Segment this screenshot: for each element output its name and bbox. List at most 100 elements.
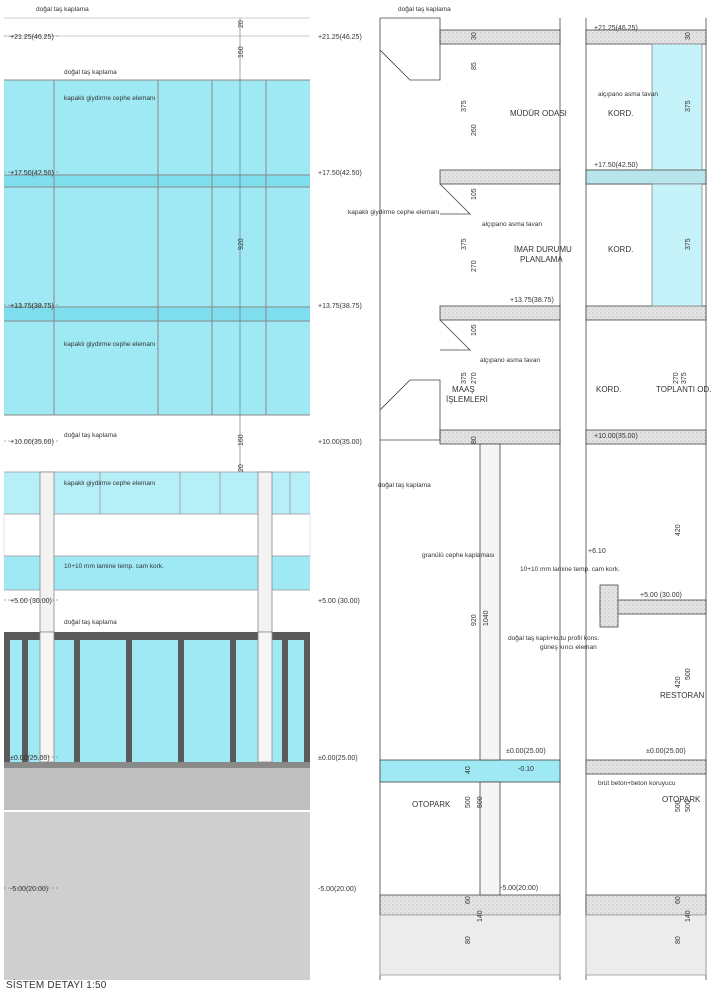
dimension: 375 <box>461 238 468 250</box>
level-label: +10.00(35.00) <box>10 439 54 446</box>
note: kapaklı giydirme cephe elemanı <box>64 341 156 348</box>
basement-fill <box>4 812 310 980</box>
level-label: +17.50(42.50) <box>318 170 362 177</box>
level-label: ±0.00(25.00) <box>506 748 546 755</box>
note: 10+10 mm lamine temp. cam kork. <box>64 563 164 570</box>
dimension: 500 <box>465 796 472 808</box>
dimension: 40 <box>465 766 472 774</box>
note: kapaklı giydirme cephe elemanı <box>64 95 156 102</box>
room-label: KORD. <box>596 385 621 394</box>
dimension: 20 <box>238 20 245 28</box>
dimension: 1040 <box>483 610 490 626</box>
elevation-level-labels-left: +21.25(46.25) +17.50(42.50) +13.75(38.75… <box>10 34 54 893</box>
level-label: +13.75(38.75) <box>318 303 362 310</box>
dimension: 420 <box>675 524 682 536</box>
dimension: 30 <box>471 32 478 40</box>
level-label: +21.25(46.25) <box>10 34 54 41</box>
note: doğal taş kaplama <box>64 619 117 626</box>
level-label: +21.25(46.25) <box>318 34 362 41</box>
room-label: İMAR DURUMU <box>514 245 572 254</box>
dimension: 140 <box>685 910 692 922</box>
level-label: -0.10 <box>518 766 534 773</box>
level-label: -5.00(20.00) <box>500 885 538 892</box>
dimension: 270 <box>471 372 478 384</box>
drawing-title: SİSTEM DETAYI 1:50 <box>6 980 107 991</box>
dimension: 375 <box>681 372 688 384</box>
section-room-labels: MÜDÜR ODASI İMAR DURUMU PLANLAMA MAAŞ İŞ… <box>412 109 711 809</box>
dimension: 375 <box>685 100 692 112</box>
level-label: +13.75(38.75) <box>10 303 54 310</box>
dimension: 500 <box>675 800 682 812</box>
ground-slab <box>4 762 310 810</box>
dimension: 260 <box>471 124 478 136</box>
note: 10+10 mm lamine temp. cam kork. <box>520 566 620 573</box>
dimension: 375 <box>685 238 692 250</box>
room-label: TOPLANTI OD. <box>656 385 711 394</box>
note: kapaklı giydirme cephe elemanı <box>348 209 440 216</box>
note: doğal taş kaplama <box>398 6 451 13</box>
level-label: -5.00(20.00) <box>10 886 48 893</box>
note: doğal taş kaplama <box>64 432 117 439</box>
level-label: +6.10 <box>588 548 606 555</box>
note: doğal taş kaplama <box>378 482 431 489</box>
note: alçıpano asma tavan <box>482 221 542 228</box>
level-label: ±0.00(25.00) <box>318 755 358 762</box>
note: doğal taş kaplı+kutu profil kons. <box>508 635 599 642</box>
room-label: PLANLAMA <box>520 255 563 264</box>
dimension: 500 <box>685 668 692 680</box>
elevation-view <box>3 17 311 980</box>
section-notes: doğal taş kaplama alçıpano asma tavan ka… <box>348 6 676 787</box>
section-view <box>379 17 707 980</box>
level-label: +5.00 (30.00) <box>318 598 360 605</box>
note: alçıpano asma tavan <box>480 357 540 364</box>
level-label: +17.50(42.50) <box>594 162 638 169</box>
curtain-wall-upper <box>4 80 310 415</box>
dimension: 160 <box>238 434 245 446</box>
level-label: +5.00 (30.00) <box>10 598 52 605</box>
room-label: İŞLEMLERİ <box>446 395 488 404</box>
dimension: 60 <box>675 896 682 904</box>
note: alçıpano asma tavan <box>598 91 658 98</box>
room-label: MAAŞ <box>452 385 475 394</box>
room-label: MÜDÜR ODASI <box>510 109 567 118</box>
dimension: 420 <box>675 676 682 688</box>
dimension: 375 <box>461 100 468 112</box>
room-label: KORD. <box>608 245 633 254</box>
level-label: +10.00(35.00) <box>594 433 638 440</box>
dimension: 140 <box>477 910 484 922</box>
dimension: 105 <box>471 324 478 336</box>
dimension: 920 <box>238 238 245 250</box>
dimension: 60 <box>465 896 472 904</box>
dimension: 80 <box>471 436 478 444</box>
dimension: 270 <box>673 372 680 384</box>
note: kapaklı giydirme cephe elemanı <box>64 480 156 487</box>
mullions-upper <box>4 79 310 416</box>
level-label: +10.00(35.00) <box>318 439 362 446</box>
dimension: 80 <box>465 936 472 944</box>
room-label: OTOPARK <box>412 800 451 809</box>
dimension: 270 <box>471 260 478 272</box>
level-label: -5.00(20.00) <box>318 886 356 893</box>
dimension: 375 <box>461 372 468 384</box>
dimension: 30 <box>685 32 692 40</box>
dimension: 160 <box>238 46 245 58</box>
note: brüt beton+beton koruyucu <box>598 780 676 787</box>
dimension: 20 <box>238 464 245 472</box>
note: doğal taş kaplama <box>64 69 117 76</box>
level-label: +13.75(38.75) <box>510 297 554 304</box>
dimension: 500 <box>685 800 692 812</box>
column <box>39 471 55 633</box>
elevation-dimensions: 160 20 920 160 20 <box>238 20 245 472</box>
room-label: KORD. <box>608 109 633 118</box>
elevation-level-labels-right: +21.25(46.25) +17.50(42.50) +13.75(38.75… <box>318 34 362 893</box>
level-label: ±0.00(25.00) <box>646 748 686 755</box>
note: granülü cephe kaplaması <box>422 552 495 559</box>
level-label: +5.00 (30.00) <box>640 592 682 599</box>
dimension: 85 <box>471 62 478 70</box>
level-label: ±0.00(25.00) <box>10 755 50 762</box>
column <box>257 471 273 633</box>
room-label: OTOPARK <box>662 795 701 804</box>
arcade-frame <box>4 640 310 762</box>
dimension: 80 <box>675 936 682 944</box>
